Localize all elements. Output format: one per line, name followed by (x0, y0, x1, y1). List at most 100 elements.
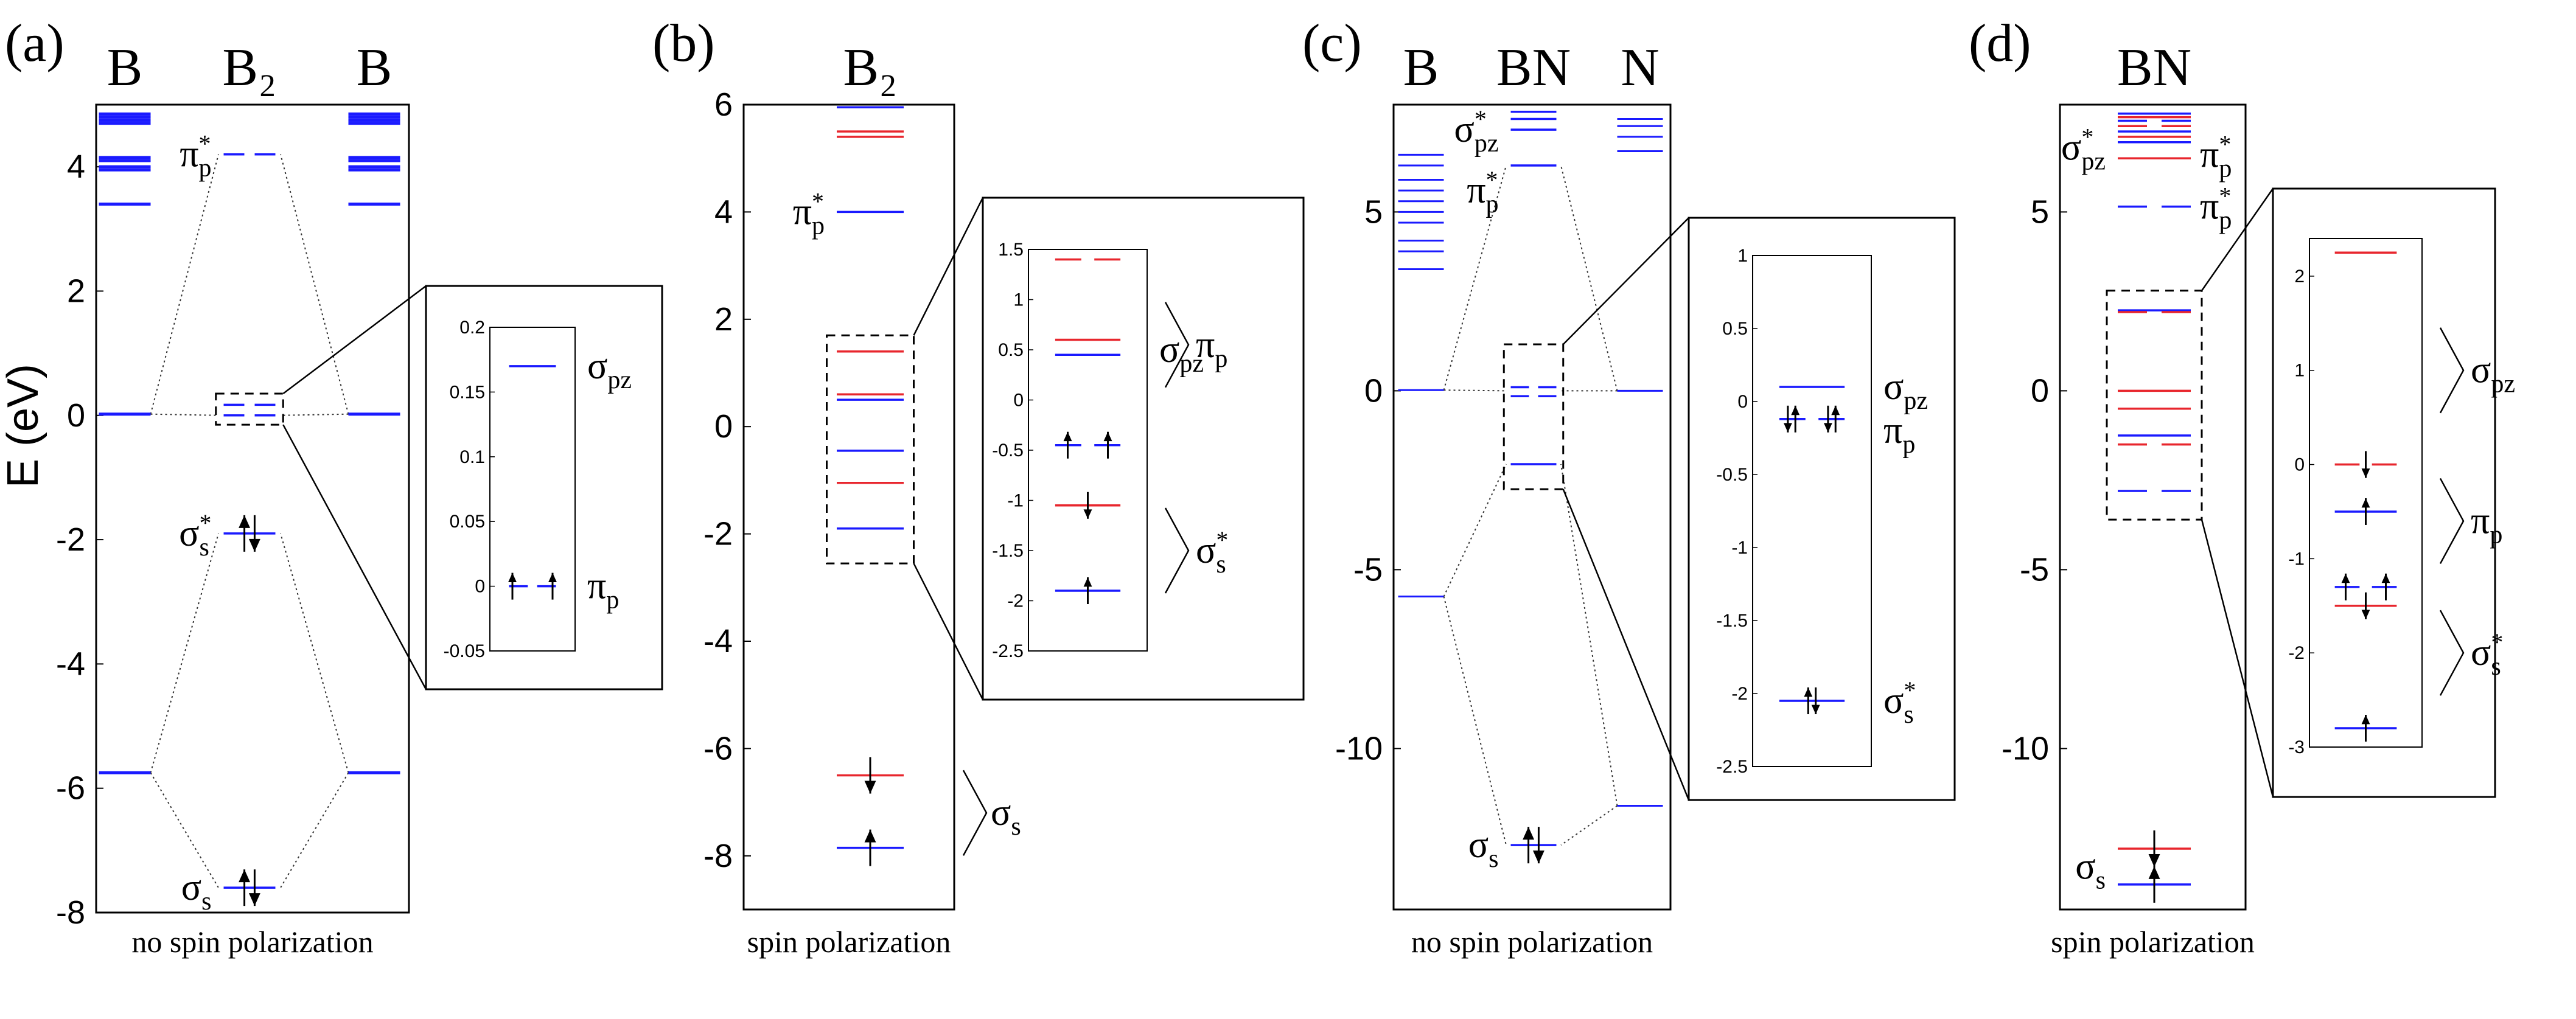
arrow-head (1804, 687, 1813, 697)
panel-a-zoom-connector (282, 285, 427, 395)
panel-c-inset-ytick-label: -1.5 (1716, 611, 1748, 631)
panel-d-ytick-label: -10 (2002, 730, 2049, 767)
panel-b-inset-ytick-label: -1 (1007, 491, 1024, 511)
panel-d-orbital-label: π*p (2200, 130, 2232, 183)
panel-c-correlation-line (1560, 165, 1618, 391)
panel-a-inset-ytick-label: -0.05 (444, 641, 485, 661)
y-axis-label: E (eV) (0, 364, 47, 488)
panel-a-inset-axes (489, 327, 576, 652)
panel-b-column-1: B₂ (843, 38, 897, 97)
panel-d-inset-spin-arrow (2361, 592, 2370, 619)
arrow-head (1083, 577, 1092, 587)
panel-d-inset-ytick-label: 2 (2294, 266, 2305, 287)
arrow-head (2361, 498, 2370, 508)
arrow-head (508, 572, 517, 582)
panel-d-frame (2059, 103, 2247, 911)
panel-a-ytick-label: -8 (56, 894, 85, 931)
panel-d-inset-ytick-label: -3 (2288, 737, 2305, 757)
panel-d-orbital-label: σ*pz (2061, 123, 2106, 176)
panel-d-ytick-label: 0 (2031, 372, 2049, 409)
panel-b-inset-ytick-label: -1.5 (992, 541, 1024, 561)
panel-c-ytick-label: -5 (1353, 551, 1383, 588)
panel-d-spin-arrow (2148, 866, 2160, 903)
panel-b-inset-spin-arrow (1083, 492, 1092, 519)
arrow-head (1831, 405, 1840, 416)
arrow-head (2341, 573, 2350, 583)
panel-a-correlation-line (280, 413, 349, 416)
arrow-head (1823, 423, 1832, 433)
panel-d-inset-spin-arrow (2361, 451, 2370, 478)
panel-d-inset-spin-arrow (2341, 573, 2390, 600)
panel-b-orbital-label: π*p (793, 187, 825, 240)
arrow-head (1063, 431, 1072, 442)
panel-a-inset-ytick-label: 0 (475, 577, 485, 597)
panel-c-spin-arrow (1523, 827, 1545, 864)
panel-d-orbital-label: σs (2075, 846, 2106, 894)
panel-d-ytick-label: -5 (2020, 551, 2049, 588)
arrow-head (1791, 405, 1800, 416)
panel-b-ytick-label: -8 (703, 838, 733, 874)
arrow-head (2361, 715, 2370, 725)
panel-b-inset-ytick-label: -2 (1007, 591, 1024, 611)
panel-a-ytick-label: -2 (56, 521, 85, 558)
panel-a-ytick-label: 2 (67, 273, 85, 309)
panel-b-ytick-label: -2 (703, 516, 733, 552)
panel-a-correlation-line (150, 413, 219, 416)
panel-c-frame (1392, 103, 1672, 911)
panel-c-caption: no spin polarization (1411, 925, 1653, 959)
panel-b-inset-ytick-label: -0.5 (992, 440, 1024, 461)
panel-a-inset-ytick-label: 0.15 (450, 382, 485, 402)
panel-b-inset-brace (1164, 302, 1190, 388)
panel-a-inset-ytick-label: 0.2 (459, 318, 485, 338)
panel-a-correlation-line (150, 533, 219, 773)
panel-a-ytick-label: 0 (67, 397, 85, 434)
panel-c-zoom-connector (1562, 489, 1690, 801)
panel-a-correlation-line (280, 533, 349, 773)
panel-c-column-2: N (1621, 38, 1660, 97)
arrow-head (2148, 866, 2160, 879)
panel-c-ytick-label: 0 (1364, 372, 1383, 409)
panel-b-ytick-label: -6 (703, 730, 733, 767)
arrow-head (239, 869, 251, 883)
panel-a-ytick-label: -4 (56, 645, 85, 682)
panel-b-letter: (b) (652, 14, 715, 73)
panel-a-zoom-connector (282, 424, 427, 690)
panel-b-inset-ytick-label: -2.5 (992, 641, 1024, 661)
panel-a-orbital-label: σ*s (179, 509, 211, 562)
panel-a-column-1: B₂ (222, 38, 276, 97)
panel-d-inset-brace (2439, 610, 2465, 696)
arrow-head (2361, 610, 2370, 619)
panel-c-zoom-region (1503, 343, 1565, 490)
panel-c-inset-frame (1688, 217, 1956, 801)
panel-c-inset-ytick-label: 0.5 (1722, 319, 1748, 339)
arrow-head (1083, 509, 1092, 519)
panel-d-zoom-connector (2201, 519, 2274, 798)
panel-a-spin-arrow (239, 515, 260, 552)
arrow-head (1103, 431, 1112, 442)
panel-c-correlation-line (1443, 596, 1507, 846)
panel-a-inset-label: σpz (587, 346, 632, 394)
panel-c-inset-label: σ*s (1883, 676, 1916, 729)
panel-c-letter: (c) (1302, 14, 1362, 73)
panel-a-orbital-label: π*p (180, 130, 211, 183)
panel-c-ytick-label: -10 (1335, 730, 1383, 767)
panel-b-ytick-label: 4 (714, 193, 733, 230)
panel-d-inset-spin-arrow (2361, 498, 2370, 525)
panel-d-inset-brace (2439, 327, 2465, 414)
panel-a-inset-spin-arrow (508, 572, 557, 600)
arrow-head (1811, 704, 1820, 714)
panel-b-spin-arrow (864, 829, 876, 866)
panel-b-ytick-label: 2 (714, 301, 733, 338)
panel-d-spin-arrow (2148, 830, 2160, 868)
panel-c-inset-ytick-label: -2 (1731, 684, 1748, 704)
panel-c-column-1: BN (1496, 38, 1571, 97)
panel-d-inset-axes (2309, 238, 2423, 748)
panel-b-frame (742, 103, 955, 911)
panel-c-orbital-label: π*p (1467, 166, 1498, 218)
panel-c-correlation-line (1443, 464, 1507, 597)
arrow-head (548, 572, 557, 582)
panel-d-letter: (d) (1969, 14, 2031, 73)
panel-c-inset-label: σpz (1883, 366, 1928, 415)
panel-a-orbital-label: σs (181, 867, 212, 916)
